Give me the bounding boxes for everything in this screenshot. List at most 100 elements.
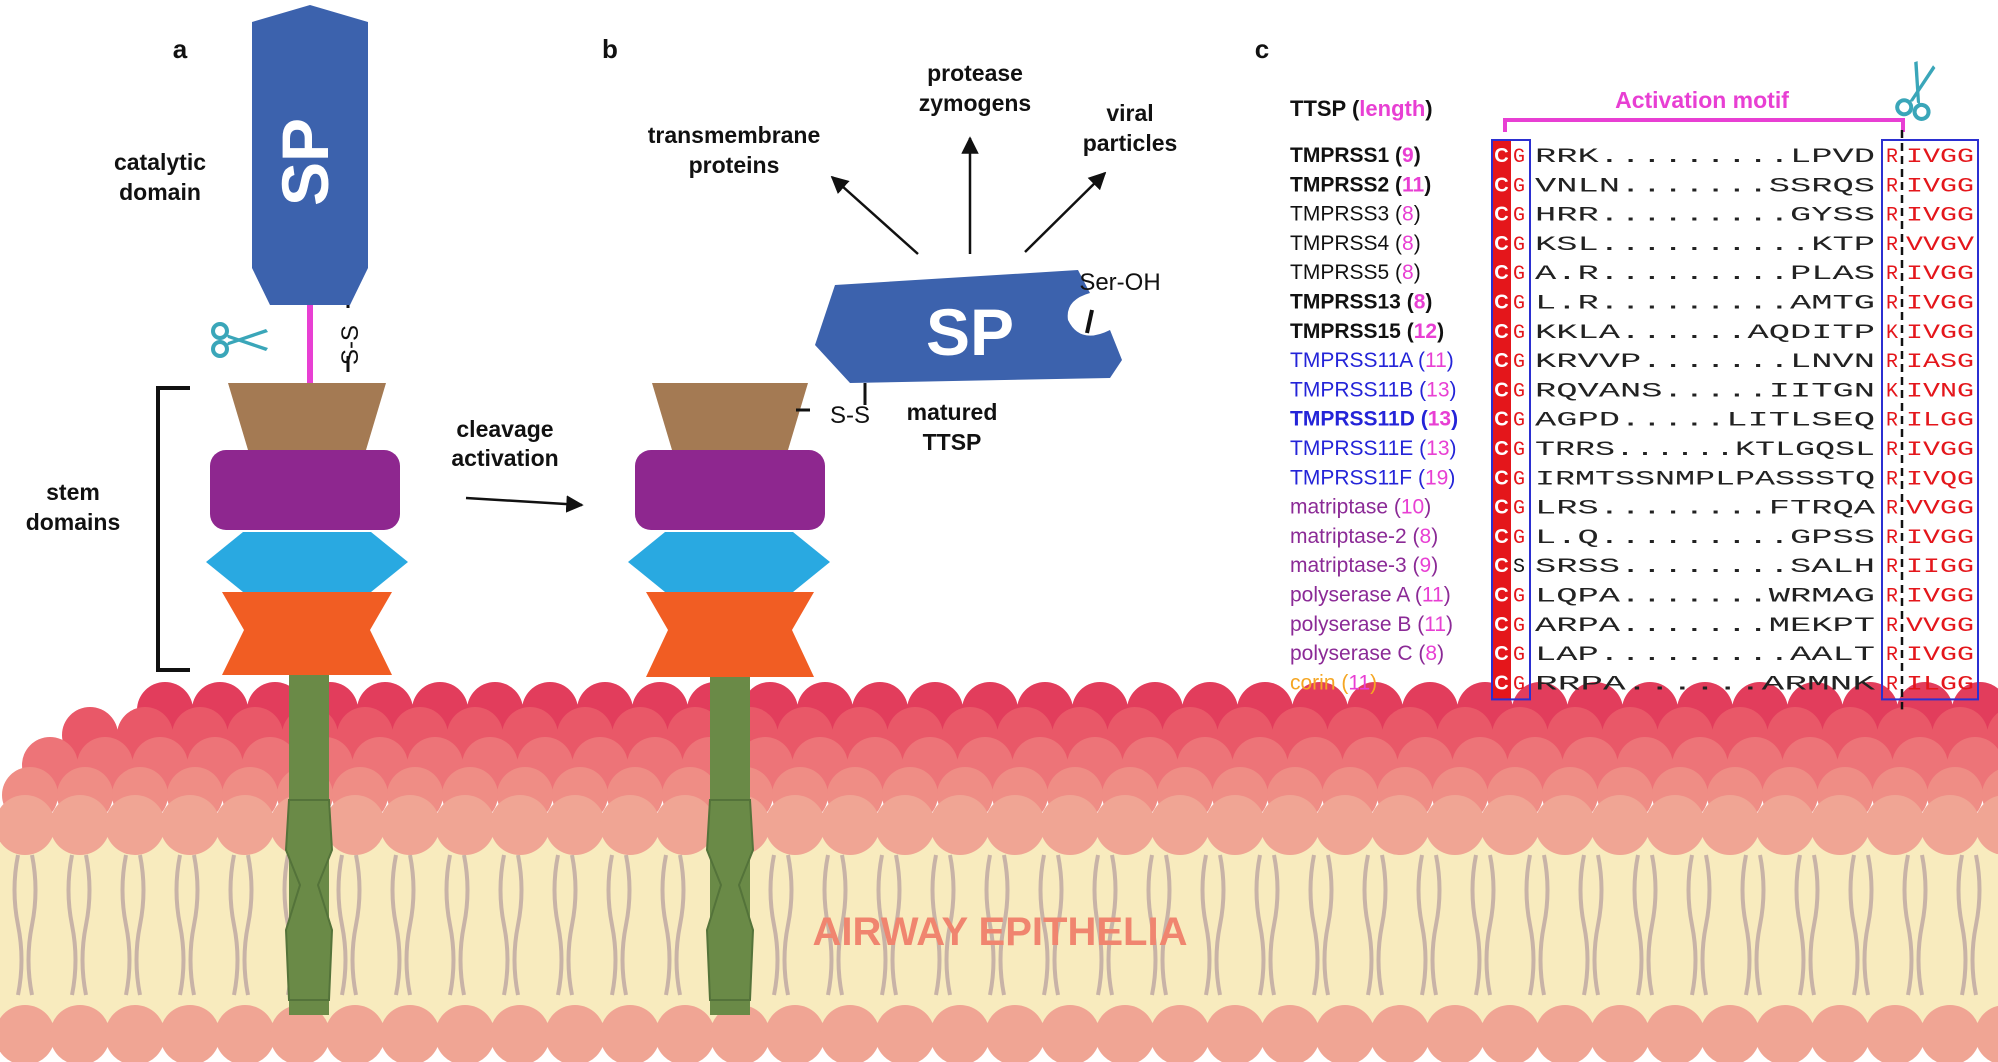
lipid-head bbox=[1535, 1005, 1595, 1062]
lipid-head bbox=[545, 795, 605, 855]
activation-motif-title: Activation motif bbox=[1615, 87, 1789, 113]
lipid-tail bbox=[1754, 854, 1766, 996]
cleavage-label-line1: cleavage bbox=[456, 416, 553, 442]
lipid-tail bbox=[1200, 854, 1212, 996]
ttsp-length: 13 bbox=[1426, 437, 1449, 460]
panel-b-purple-domain bbox=[635, 450, 825, 530]
lipid-tail bbox=[66, 854, 78, 996]
motif-tail: IVGG bbox=[1906, 293, 1974, 316]
ttsp-length: 8 bbox=[1420, 525, 1432, 548]
ttsp-length: 8 bbox=[1414, 291, 1426, 314]
panel-c-label: c bbox=[1255, 34, 1269, 64]
residue-c: C bbox=[1494, 409, 1508, 431]
ttsp-name-label: TMPRSS5 (8) bbox=[1290, 261, 1421, 284]
ttsp-header: TTSP (length) bbox=[1290, 96, 1433, 121]
residue-c: C bbox=[1494, 614, 1508, 636]
motif-sequence: L.R.........AMTG bbox=[1535, 293, 1875, 316]
lipid-head bbox=[1370, 795, 1430, 855]
motif-sequence: RQVANS.....IITGN bbox=[1535, 380, 1875, 403]
residue-cleavage: R bbox=[1886, 673, 1898, 696]
lipid-tail bbox=[174, 854, 186, 996]
residue-g: G bbox=[1513, 615, 1525, 638]
residue-cleavage: R bbox=[1886, 175, 1898, 198]
lipid-head bbox=[875, 1005, 935, 1062]
lipid-head bbox=[710, 1005, 770, 1062]
residue-cleavage: R bbox=[1886, 527, 1898, 550]
lipid-head bbox=[1260, 1005, 1320, 1062]
ttsp-name-label: matriptase-3 (9) bbox=[1290, 554, 1438, 577]
lipid-tail bbox=[984, 854, 996, 996]
residue-c: C bbox=[1494, 204, 1508, 226]
lipid-tail bbox=[768, 854, 780, 996]
motif-sequence: RRPA......ARMNK bbox=[1535, 673, 1875, 696]
residue-c: C bbox=[1494, 233, 1508, 255]
motif-tail: VVGV bbox=[1906, 234, 1974, 257]
panel-b-sp-domain bbox=[815, 270, 1122, 383]
residue-g: G bbox=[1513, 322, 1525, 345]
activation-motif-bracket bbox=[1503, 118, 1905, 132]
lipid-tail bbox=[1848, 854, 1860, 996]
motif-sequence: TRRS......KTLGQSL bbox=[1535, 439, 1875, 462]
transmembrane-label-line1: transmembrane bbox=[648, 122, 821, 148]
lipid-head bbox=[1755, 795, 1815, 855]
lipid-head bbox=[1975, 795, 1998, 855]
lipid-tail bbox=[1322, 854, 1334, 996]
lipid-head bbox=[1370, 1005, 1430, 1062]
motif-sequence: A.R.........PLAS bbox=[1535, 263, 1875, 286]
airway-epithelia-label: AIRWAY EPITHELIA bbox=[813, 910, 1188, 954]
lipid-tail bbox=[1362, 854, 1374, 996]
lipid-tail bbox=[1376, 854, 1388, 996]
residue-g: G bbox=[1513, 351, 1525, 374]
lipid-head bbox=[600, 1005, 660, 1062]
lipid-tail bbox=[944, 854, 956, 996]
lipid-tail bbox=[134, 854, 146, 996]
lipid-head bbox=[765, 1005, 825, 1062]
lipid-head bbox=[490, 795, 550, 855]
panel-a-cyan-domain bbox=[206, 532, 408, 592]
residue-cleavage: R bbox=[1886, 234, 1898, 257]
ttsp-name: TMPRSS11A bbox=[1290, 349, 1413, 372]
panel-a-ttsp: SP S-S bbox=[206, 5, 408, 1015]
motif-sequence: LAP.........AALT bbox=[1535, 644, 1875, 667]
residue-c: C bbox=[1494, 350, 1508, 372]
lipid-tail bbox=[1254, 854, 1266, 996]
ttsp-length: 19 bbox=[1425, 466, 1448, 489]
ttsp-name: TMPRSS11E bbox=[1290, 437, 1413, 460]
ttsp-name-label: TMPRSS11E (13) bbox=[1290, 437, 1457, 460]
ttsp-name: TMPRSS11F bbox=[1290, 466, 1412, 489]
motif-tail: IVGG bbox=[1906, 644, 1974, 667]
lipid-head bbox=[105, 1005, 165, 1062]
residue-c: C bbox=[1494, 174, 1508, 196]
lipid-tail bbox=[836, 854, 848, 996]
motif-tail: IVGG bbox=[1906, 439, 1974, 462]
lipid-head bbox=[1040, 1005, 1100, 1062]
residue-g: G bbox=[1513, 527, 1525, 550]
residue-cleavage: R bbox=[1886, 644, 1898, 667]
motif-tail: IVNG bbox=[1906, 380, 1974, 403]
ttsp-name-label: polyserase A (11) bbox=[1290, 584, 1451, 607]
panel-a-transmembrane-segment bbox=[284, 799, 334, 1001]
ttsp-length: 9 bbox=[1402, 144, 1414, 167]
ttsp-name: polyserase B bbox=[1290, 613, 1411, 636]
ttsp-length: 11 bbox=[1424, 613, 1446, 636]
lipid-tail bbox=[1686, 854, 1698, 996]
cleavage-site-box bbox=[1881, 139, 1979, 701]
residue-cleavage: R bbox=[1886, 439, 1898, 462]
residue-g: G bbox=[1513, 205, 1525, 228]
lipid-tail bbox=[188, 854, 200, 996]
residue-c: C bbox=[1494, 672, 1508, 694]
motif-tail: IVGG bbox=[1906, 146, 1974, 169]
ttsp-length: 10 bbox=[1401, 496, 1424, 519]
lipid-head bbox=[985, 1005, 1045, 1062]
lipid-head bbox=[930, 795, 990, 855]
motif-tail: IVGG bbox=[1906, 322, 1974, 345]
lipid-tail bbox=[822, 854, 834, 996]
residue-g: G bbox=[1513, 175, 1525, 198]
lipid-tail bbox=[1862, 854, 1874, 996]
lipid-head bbox=[655, 1005, 715, 1062]
panel-b-brown-domain bbox=[652, 383, 808, 450]
panel-b-ttsp: S-S SP bbox=[628, 270, 1122, 1015]
lipid-tail bbox=[606, 854, 618, 996]
